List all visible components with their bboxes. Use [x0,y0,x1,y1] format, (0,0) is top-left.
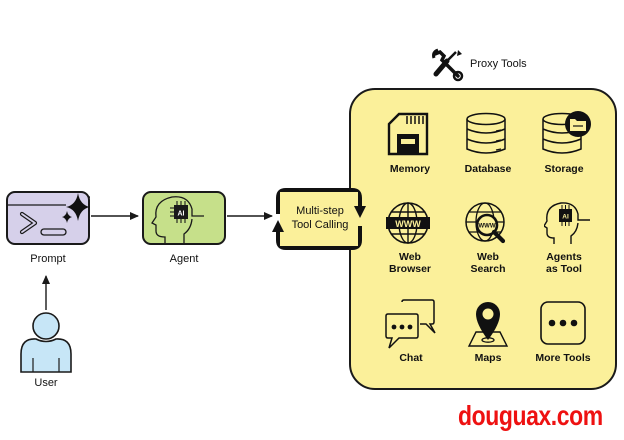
tool-label-agents-as-tool: Agents as Tool [524,251,604,275]
ai-head-icon: AI [151,196,204,244]
web-browser-icon: WWW [386,202,430,244]
tool-label-web-search: Web Search [448,251,528,275]
tool-label-web-search-line2: Search [470,263,506,275]
agent-tool-chip-text: AI [562,214,569,221]
tool-label-web-search-line1: Web [477,251,499,263]
tool-label-web-browser-line2: Browser [388,263,431,275]
tool-label-web-browser: Web Browser [370,251,450,275]
chat-bubbles-icon [385,299,436,349]
agent-label: Agent [169,253,199,265]
tool-label-storage: Storage [544,163,584,175]
terminal-sparkle-icon [8,193,90,236]
loop-label-line2: Tool Calling [291,219,349,231]
agent-head-icon: AI [544,202,590,244]
storage-icon [542,111,591,154]
loop-label-line1: Multi-step [296,205,344,217]
web-search-icon: WWW [465,202,506,244]
loop-frame [272,188,366,250]
tool-label-agents-line1: Agents [546,251,582,263]
map-pin-icon [467,302,509,347]
agent-node: AI [142,191,226,245]
prompt-node [6,191,90,245]
proxy-tools-title: Proxy Tools [470,58,527,70]
memory-card-icon [387,112,429,156]
tool-label-chat: Chat [399,352,423,364]
user-label: User [34,377,58,389]
tool-label-more-tools: More Tools [535,352,591,364]
loop-label: Multi-step Tool Calling [280,204,360,232]
ai-chip-text: AI [178,211,185,218]
user-icon [20,312,72,373]
browser-www-text: WWW [395,219,421,229]
tool-label-maps: Maps [474,352,502,364]
more-dots-icon [540,301,586,345]
tool-label-agents-line2: as Tool [546,263,582,275]
tool-label-web-browser-line1: Web [399,251,421,263]
wrench-screwdriver-icon [432,48,464,82]
database-icon [466,112,506,154]
watermark-text[interactable]: douguax.com [458,400,603,431]
tool-label-database: Database [464,163,512,175]
tool-label-memory: Memory [389,163,431,175]
search-www-text: WWW [479,224,496,230]
prompt-label: Prompt [30,253,66,265]
loop-arrow-up-icon [272,220,284,232]
loop-arrow-down-icon [354,206,366,218]
